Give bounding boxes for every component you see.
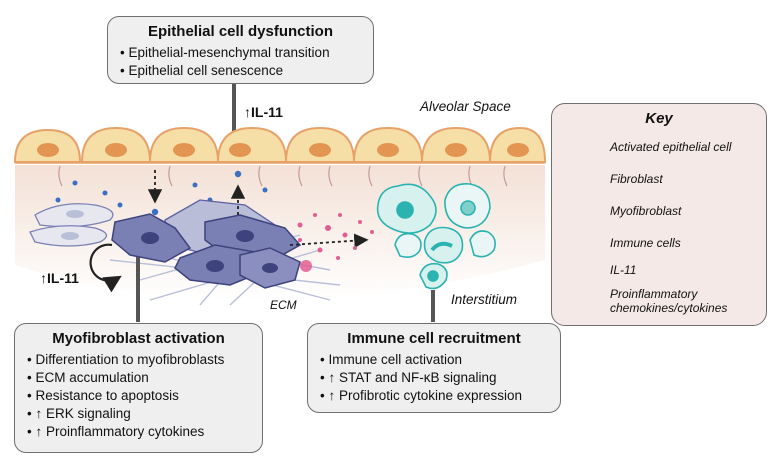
autocrine-loop-arrow [89,243,122,293]
epithelial-cell [488,126,547,163]
epithelial-cell-row [13,126,547,164]
cytokine-dots [297,213,374,272]
list-item: Epithelial-mesenchymal transition [120,44,361,62]
il11-top-label: ↑IL-11 [244,104,283,120]
immune-cell-recruitment-title: Immune cell recruitment [347,330,521,347]
myofibroblast-activation-title: Myofibroblast activation [52,330,225,347]
epithelial-cell [216,126,288,163]
key-label-epithelial-cell: Activated epithelial cell [610,140,732,154]
epithelial-cell [284,126,356,163]
interstitium-label: Interstitium [451,292,518,307]
list-item: Epithelial cell senescence [120,62,361,80]
immune-cell-recruitment-list: Immune cell activation ↑ STAT and NF-κB … [320,351,548,405]
epithelial-processes [58,165,508,187]
epithelial-dysfunction-box: Epithelial cell dysfunction Epithelial-m… [107,16,374,84]
epithelial-cell [352,126,424,163]
epithelial-cell [80,126,152,163]
key-label-fibroblast: Fibroblast [610,172,663,186]
il11-dots [55,170,268,216]
list-item: Differentiation to myofibroblasts [27,351,250,369]
list-item: ↑ ERK signaling [27,405,250,423]
list-item: Immune cell activation [320,351,548,369]
key-title: Key [645,110,673,127]
fibroblast-cell [29,225,107,247]
key-label-immune-cells: Immune cells [610,236,681,250]
list-item: ↑ Profibrotic cytokine expression [320,387,548,405]
list-item: Resistance to apoptosis [27,387,250,405]
key-label-il11: IL-11 [610,263,637,277]
ecm-label: ECM [270,298,297,312]
myofibroblast-activation-box: Myofibroblast activation Differentiation… [14,323,263,453]
myofibroblast-cluster [111,199,302,289]
immune-cell-recruitment-box: Immune cell recruitment Immune cell acti… [307,323,561,413]
key-panel: Key Activated epithelial cell Fibroblast… [551,103,767,326]
epithelial-dysfunction-title: Epithelial cell dysfunction [147,23,334,40]
alveolar-space-label: Alveolar Space [420,99,511,114]
il11-left-label: ↑IL-11 [40,270,79,286]
key-label-cytokines: Proinflammatory chemokines/cytokines [610,287,728,315]
myofibroblast-activation-list: Differentiation to myofibroblasts ECM ac… [27,351,250,441]
list-item: ↑ STAT and NF-κB signaling [320,369,548,387]
recruitment-arrow [289,233,369,248]
epithelial-cell [420,126,492,163]
immune-cells-group [376,183,496,290]
list-item: ↑ Proinflammatory cytokines [27,423,250,441]
epithelial-dysfunction-list: Epithelial-mesenchymal transition Epithe… [120,44,361,80]
epithelial-cell [13,128,82,163]
key-label-myofibroblast: Myofibroblast [610,204,682,218]
list-item: ECM accumulation [27,369,250,387]
epithelial-cell [148,126,220,163]
